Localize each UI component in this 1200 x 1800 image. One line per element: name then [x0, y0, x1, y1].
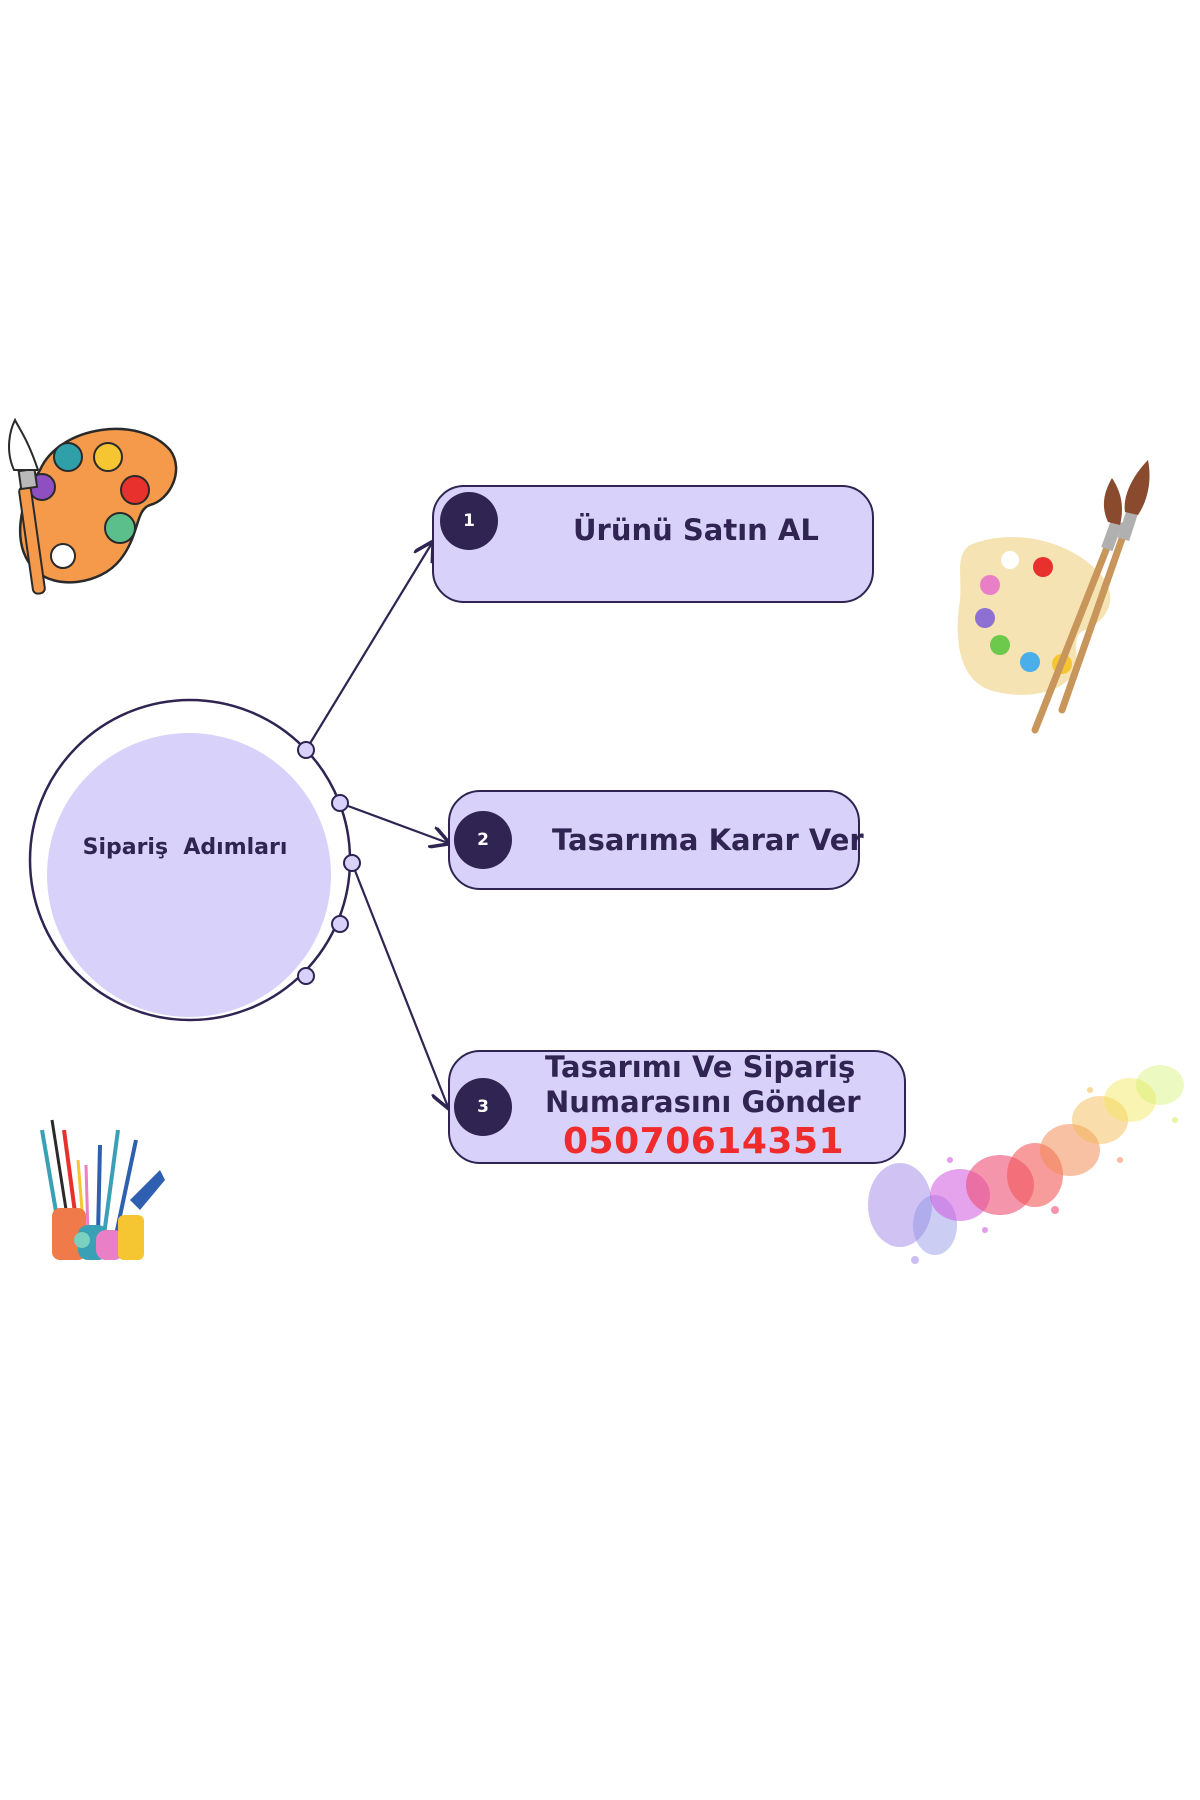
step-3-box	[448, 1050, 906, 1164]
hub-title: Sipariş Adımları	[82, 835, 288, 860]
step-1-box	[432, 485, 874, 603]
phone-number: 05070614351	[563, 1121, 845, 1162]
paint-palette-icon	[8, 417, 178, 595]
step-1-label: Ürünü Satın AL	[573, 513, 819, 547]
ring-node	[297, 741, 315, 759]
step-2-label: Tasarıma Karar Ver	[552, 823, 864, 857]
step-3-number: 3	[454, 1078, 512, 1136]
ring-node	[331, 794, 349, 812]
ring-node	[331, 915, 349, 933]
connector-2	[339, 801, 448, 843]
step-1-number: 1	[440, 492, 498, 550]
step-3-label-line2: Numarasını Gönder	[545, 1085, 861, 1119]
step-3-label: Tasarımı Ve Sipariş Numarasını Gönder	[545, 1050, 861, 1120]
connector-1	[305, 543, 432, 751]
step-2-number: 2	[454, 811, 512, 869]
ring-node	[297, 967, 315, 985]
color-splash-icon	[868, 1065, 1184, 1264]
connector-3	[350, 862, 448, 1107]
step-3-label-line1: Tasarımı Ve Sipariş	[545, 1050, 856, 1084]
brush-jar-icon	[40, 1119, 165, 1260]
hub-inner-disc	[47, 733, 331, 1017]
ring-node	[343, 854, 361, 872]
step-2-box	[448, 790, 860, 890]
palette-with-brushes-icon	[957, 460, 1150, 734]
